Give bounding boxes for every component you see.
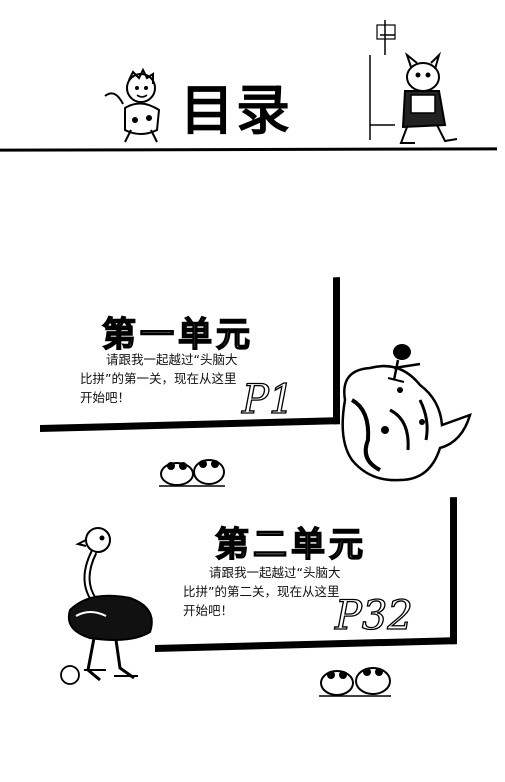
unit-description: 请跟我一起越过“头脑大比拼”的第二关，现在从这里开始吧！ xyxy=(183,565,341,618)
cartoon-fox-reader-icon xyxy=(369,20,458,144)
unit-description: 请跟我一起越过“头脑大比拼”的第一关，现在从这里开始吧！ xyxy=(80,352,238,405)
unit-title: 第二单元 xyxy=(214,524,367,565)
unit-card-1[interactable]: 第一单元 请跟我一起越过“头脑大比拼”的第一关，现在从这里开始吧！ P1 xyxy=(40,277,350,445)
page-title: 目录 xyxy=(180,79,292,142)
page-number[interactable]: P32 xyxy=(334,592,413,639)
cartoon-boy-icon xyxy=(104,67,161,143)
header-divider xyxy=(0,147,498,152)
cartoon-frogs-icon xyxy=(159,459,225,487)
unit-card-2[interactable]: 第二单元 请跟我一起越过“头脑大比拼”的第二关，现在从这里开始吧！ P32 xyxy=(155,497,465,665)
cartoon-frogs-icon xyxy=(319,667,391,697)
page-number[interactable]: P1 xyxy=(241,376,295,423)
cartoon-ostrich-icon xyxy=(60,527,153,685)
unit-title: 第一单元 xyxy=(101,314,254,355)
cartoon-rhino-rider-icon xyxy=(341,344,472,482)
